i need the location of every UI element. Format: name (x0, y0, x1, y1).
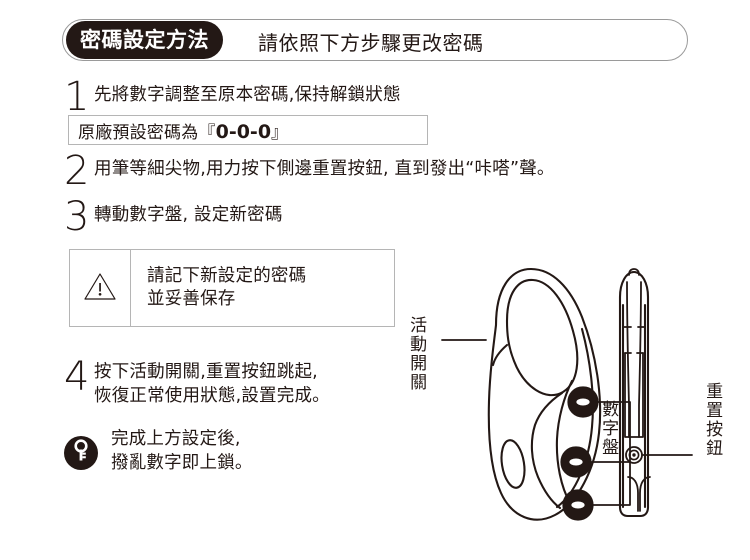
key-note-text: 完成上方設定後, 撥亂數字即上鎖。 (111, 429, 253, 473)
default-password-value: 0-0-0 (215, 120, 272, 143)
step-2-text: 用筆等細尖物,用力按下側邊重置按鈕, 直到發出“咔嗒”聲。 (94, 159, 555, 179)
warning-triangle-icon (83, 271, 117, 305)
label-number-dial: 數字盤 (598, 400, 619, 457)
step-4-text: 按下活動開關,重置按鈕跳起, 恢復正常使用狀態,設置完成。 (94, 362, 330, 407)
step-2-number: 2 (64, 148, 90, 194)
step-4: 4 按下活動開關,重置按鈕跳起, 恢復正常使用狀態,設置完成。 (64, 354, 330, 408)
label-reset-button: 重置按鈕 (702, 382, 723, 458)
product-illustration (400, 255, 740, 534)
default-password-box: 原廠預設密碼為『0-0-0』 (68, 115, 428, 145)
step-4-number: 4 (64, 354, 90, 400)
header-badge: 密碼設定方法 (66, 21, 223, 59)
key-icon-badge (64, 435, 98, 470)
step-1: 1 先將數字調整至原本密碼,保持解鎖狀態 (64, 74, 401, 120)
step-3-number: 3 (64, 194, 90, 240)
warning-text: 請記下新設定的密碼 並妥善保存 (147, 265, 307, 309)
header-badge-label: 密碼設定方法 (80, 27, 209, 52)
default-password-text: 原廠預設密碼為『0-0-0』 (78, 118, 288, 143)
key-icon (71, 439, 91, 467)
header-subtitle: 請依照下方步驟更改密碼 (258, 31, 484, 55)
warning-box: 請記下新設定的密碼 並妥善保存 (69, 249, 395, 327)
step-1-text: 先將數字調整至原本密碼,保持解鎖狀態 (94, 85, 401, 105)
label-activity-switch: 活動開關 (406, 316, 427, 392)
step-3-text: 轉動數字盤, 設定新密碼 (94, 205, 283, 225)
step-3: 3 轉動數字盤, 設定新密碼 (64, 194, 283, 240)
step-2: 2 用筆等細尖物,用力按下側邊重置按鈕, 直到發出“咔嗒”聲。 (64, 148, 555, 194)
step-1-number: 1 (64, 74, 90, 120)
default-password-prefix: 原廠預設密碼為『 (78, 122, 216, 143)
key-note: 完成上方設定後, 撥亂數字即上鎖。 (64, 428, 253, 476)
default-password-suffix: 』 (271, 122, 289, 143)
warning-icon-cell (70, 250, 131, 326)
